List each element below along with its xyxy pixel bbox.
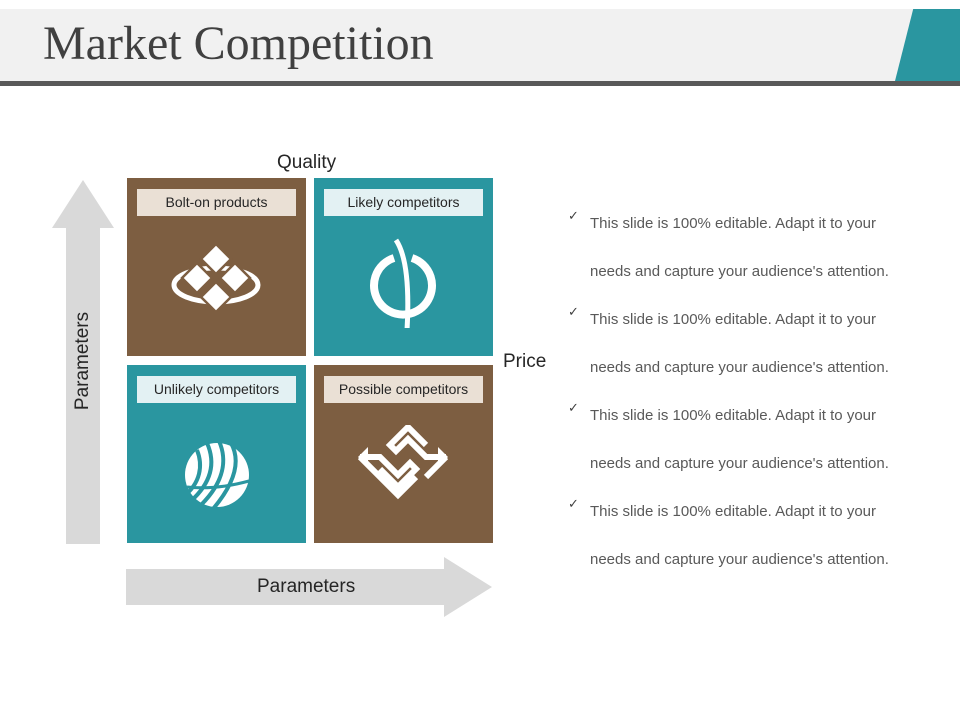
check-icon: ✓ [568,304,579,319]
striped-globe-icon [181,440,250,511]
quadrant-likely-competitors: Likely competitors [314,178,493,356]
check-icon: ✓ [568,400,579,415]
price-axis-label: Price [503,351,547,372]
quadrant-label: Unlikely competitors [137,376,296,403]
quadrant-bolt-on-products: Bolt-on products [127,178,306,356]
bullet-list: ✓ This slide is 100% editable. Adapt it … [568,200,948,584]
bullet-line: needs and capture your audience's attent… [590,455,889,472]
quadrant-unlikely-competitors: Unlikely competitors [127,365,306,543]
x-axis-arrow [126,557,492,617]
y-axis-arrow [52,180,114,544]
check-icon: ✓ [568,208,579,223]
bullet-item: ✓ This slide is 100% editable. Adapt it … [568,200,948,296]
interlock-arrows-icon [358,425,448,500]
split-circle-icon [370,238,436,328]
check-icon: ✓ [568,496,579,511]
slide-title: Market Competition [43,17,434,70]
quadrant-label: Bolt-on products [137,189,296,216]
bullet-line: This slide is 100% editable. Adapt it to… [590,503,876,520]
quadrant-possible-competitors: Possible competitors [314,365,493,543]
bullet-item: ✓ This slide is 100% editable. Adapt it … [568,392,948,488]
header-rule [0,81,960,86]
bullet-item: ✓ This slide is 100% editable. Adapt it … [568,296,948,392]
diamond-cluster-icon [171,242,261,314]
quality-axis-label: Quality [277,152,337,173]
bullet-line: needs and capture your audience's attent… [590,359,889,376]
x-axis-arrow-label: Parameters [257,576,356,597]
bullet-item: ✓ This slide is 100% editable. Adapt it … [568,488,948,584]
bullet-line: needs and capture your audience's attent… [590,263,889,280]
bullet-line: This slide is 100% editable. Adapt it to… [590,215,876,232]
y-axis-arrow-label: Parameters [72,311,93,411]
bullet-line: needs and capture your audience's attent… [590,551,889,568]
header-band [0,9,960,81]
bullet-line: This slide is 100% editable. Adapt it to… [590,311,876,328]
bullet-line: This slide is 100% editable. Adapt it to… [590,407,876,424]
quadrant-label: Possible competitors [324,376,483,403]
quadrant-label: Likely competitors [324,189,483,216]
